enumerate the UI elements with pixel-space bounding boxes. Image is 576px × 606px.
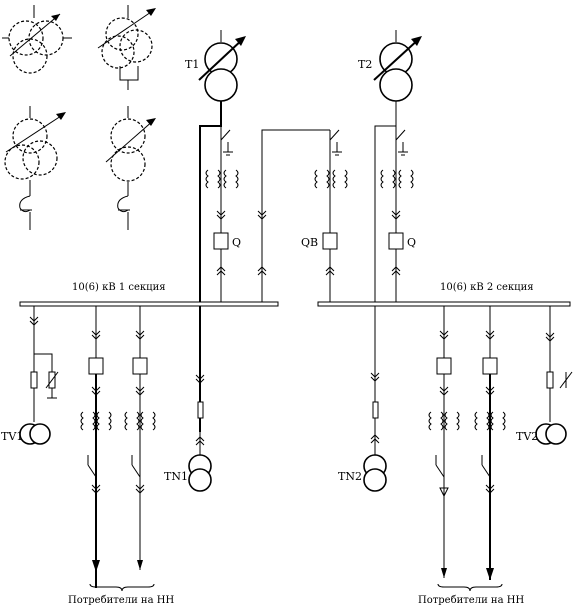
breaker-q-left	[213, 232, 229, 250]
feeder-left-2	[124, 306, 156, 570]
feeder-right-1	[428, 306, 460, 578]
auxiliary-transformer-tn1-bay: TN1	[164, 374, 212, 492]
breaker-qb	[322, 232, 338, 250]
busbar-section-2: 10(6) кВ 2 секция	[317, 282, 571, 307]
bus-section-1-label: 10(6) кВ 1 секция	[72, 282, 166, 293]
t2-label: T2	[358, 58, 372, 71]
busbar-section-1: 10(6) кВ 1 секция	[19, 282, 279, 307]
consumers-right-label: Потребители на НН	[418, 595, 524, 606]
breaker-q-right	[388, 232, 404, 250]
voltage-transformer-tv2-bay: TV2	[516, 306, 573, 445]
transformer-t1: T1	[185, 30, 246, 102]
t1-label: T1	[185, 58, 199, 71]
feeder-right-2	[474, 306, 506, 580]
q-right-label: Q	[407, 236, 416, 249]
incomer-2-bay: Q	[380, 126, 416, 304]
tn1-label: TN1	[164, 470, 188, 483]
incomer-1-bay: Q	[205, 126, 241, 304]
transformer-with-reactor-icon	[4, 106, 66, 230]
transformer-t2: T2	[358, 30, 422, 102]
qb-label: QB	[301, 236, 318, 249]
consumers-left-label: Потребители на НН	[68, 595, 174, 606]
q-left-label: Q	[232, 236, 241, 249]
tv1-label: TV1	[1, 430, 23, 443]
voltage-transformer-tv1-bay: TV1	[1, 306, 59, 445]
three-winding-transformer-icon	[97, 5, 156, 90]
transformer-with-reactor-variant-icon	[105, 106, 156, 230]
auxiliary-transformer-tn2-bay: TN2	[338, 372, 387, 492]
tv2-label: TV2	[516, 430, 538, 443]
bus-coupler-bay: QB	[257, 129, 348, 304]
bus-section-2-label: 10(6) кВ 2 секция	[440, 282, 534, 293]
feeder-left-1	[80, 306, 112, 588]
tn2-label: TN2	[338, 470, 362, 483]
two-winding-transformer-icon	[2, 5, 72, 74]
transformer-symbol-variants	[2, 5, 156, 230]
